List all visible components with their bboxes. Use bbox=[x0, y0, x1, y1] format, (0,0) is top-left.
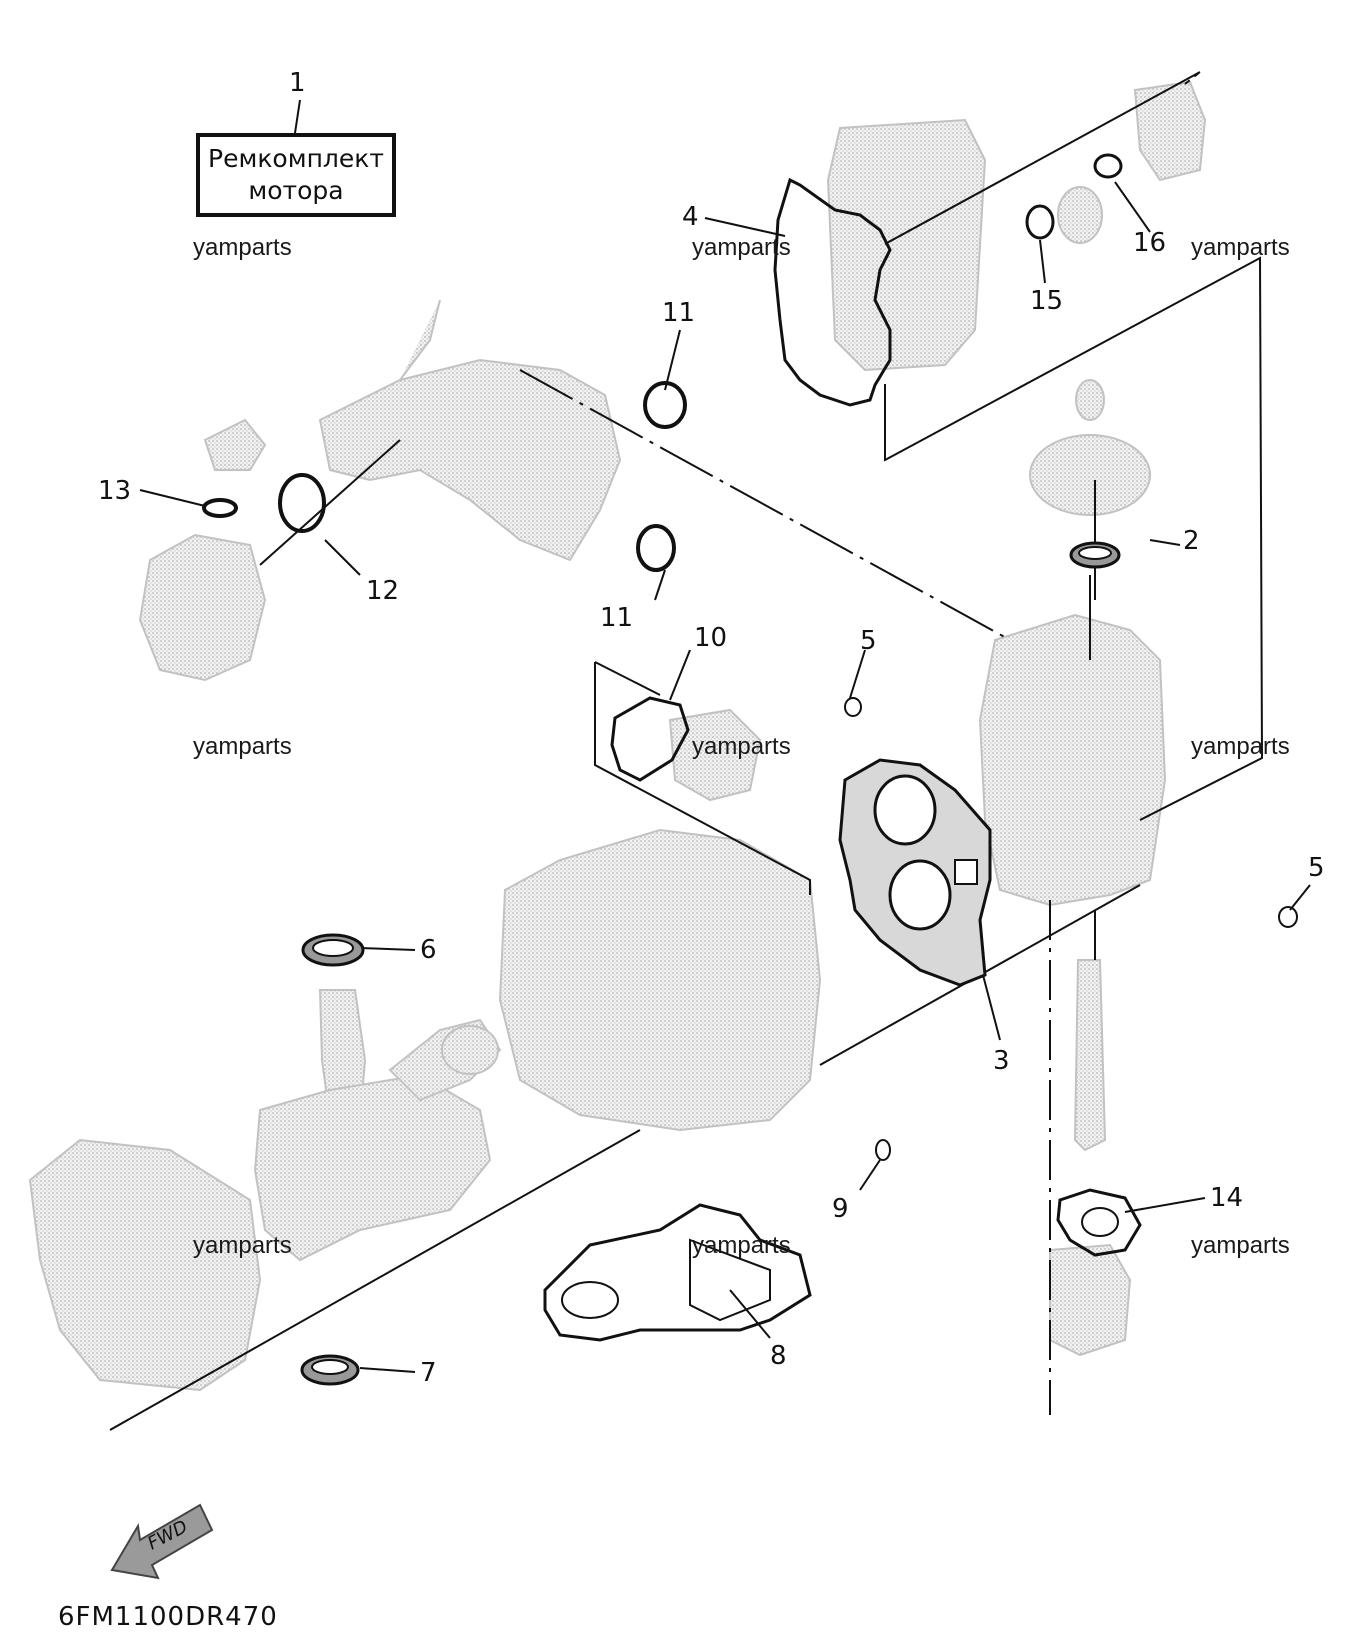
crankshaft-body-part bbox=[253, 1073, 492, 1262]
engine-components bbox=[28, 80, 1207, 1392]
diagram-code: 6FM1100DR470 bbox=[58, 1602, 278, 1632]
fwd-arrow-icon: FWD bbox=[110, 1503, 214, 1580]
engine-kit-label-box[interactable]: Ремкомплект мотора bbox=[196, 133, 396, 217]
callout-4[interactable]: 4 bbox=[682, 202, 699, 232]
watermark-text: yamparts bbox=[1191, 234, 1290, 261]
callout-15[interactable]: 15 bbox=[1030, 286, 1064, 316]
kit-label-line1: Ремкомплект bbox=[208, 144, 384, 173]
head-cover-gasket bbox=[773, 177, 892, 407]
callout-8[interactable]: 8 bbox=[770, 1341, 787, 1371]
callout-2[interactable]: 2 bbox=[1183, 526, 1200, 556]
intake-pipe-part bbox=[399, 299, 441, 381]
carburetor-part bbox=[138, 533, 267, 682]
kit-parts bbox=[202, 153, 1298, 1386]
callout-5-left[interactable]: 5 bbox=[860, 626, 877, 656]
callout-6[interactable]: 6 bbox=[420, 935, 437, 965]
callout-5-right[interactable]: 5 bbox=[1308, 853, 1325, 883]
callout-3[interactable]: 3 bbox=[993, 1046, 1010, 1076]
cap-part bbox=[1057, 186, 1103, 244]
callout-9[interactable]: 9 bbox=[832, 1194, 849, 1224]
ring-12 bbox=[278, 473, 326, 533]
o-ring-15 bbox=[1025, 204, 1055, 240]
callout-1[interactable]: 1 bbox=[289, 68, 306, 98]
callout-7[interactable]: 7 bbox=[420, 1358, 437, 1388]
intake-manifold-part bbox=[318, 358, 622, 562]
hose-clamp-11-bottom bbox=[636, 524, 676, 572]
thermostat-housing-part bbox=[1133, 80, 1207, 182]
watermark-text: yamparts bbox=[193, 234, 292, 261]
o-ring-9 bbox=[875, 1139, 891, 1161]
watermark-text: yamparts bbox=[692, 1232, 791, 1259]
camshaft-part bbox=[1073, 959, 1107, 1152]
watermark-text: yamparts bbox=[193, 733, 292, 760]
flywheel-boss-part bbox=[1075, 379, 1105, 421]
cylinder-block-part bbox=[498, 828, 822, 1132]
o-ring-5-right bbox=[1278, 906, 1298, 928]
o-ring-16 bbox=[1093, 153, 1123, 179]
flywheel-part bbox=[1029, 434, 1151, 516]
piston-part bbox=[441, 1025, 499, 1075]
crankcase-gasket-8 bbox=[543, 1203, 812, 1342]
callout-11-top[interactable]: 11 bbox=[662, 298, 696, 328]
pump-gasket-14 bbox=[1056, 1188, 1142, 1257]
o-ring-13 bbox=[202, 498, 238, 518]
hose-clamp-11-top bbox=[643, 381, 687, 429]
oil-pump-part bbox=[1049, 1243, 1132, 1357]
o-ring-5-left bbox=[844, 697, 862, 717]
carb-top-part bbox=[203, 418, 267, 471]
pump-cover-part bbox=[668, 708, 762, 802]
watermark-text: yamparts bbox=[692, 733, 791, 760]
lower-crankcase-part bbox=[28, 1138, 262, 1392]
callout-12[interactable]: 12 bbox=[366, 576, 400, 606]
kit-label-line2: мотора bbox=[248, 176, 344, 205]
callout-14[interactable]: 14 bbox=[1210, 1183, 1244, 1213]
callout-10[interactable]: 10 bbox=[694, 623, 728, 653]
cylinder-head-part bbox=[978, 613, 1167, 907]
callout-16[interactable]: 16 bbox=[1133, 228, 1167, 258]
head-cover-part bbox=[826, 118, 987, 372]
watermark-text: yamparts bbox=[692, 234, 791, 261]
callout-11-bottom[interactable]: 11 bbox=[600, 603, 634, 633]
callout-13[interactable]: 13 bbox=[98, 476, 132, 506]
watermark-text: yamparts bbox=[193, 1232, 292, 1259]
watermark-text: yamparts bbox=[1191, 1232, 1290, 1259]
pump-gasket-10 bbox=[610, 696, 690, 782]
watermark-text: yamparts bbox=[1191, 733, 1290, 760]
